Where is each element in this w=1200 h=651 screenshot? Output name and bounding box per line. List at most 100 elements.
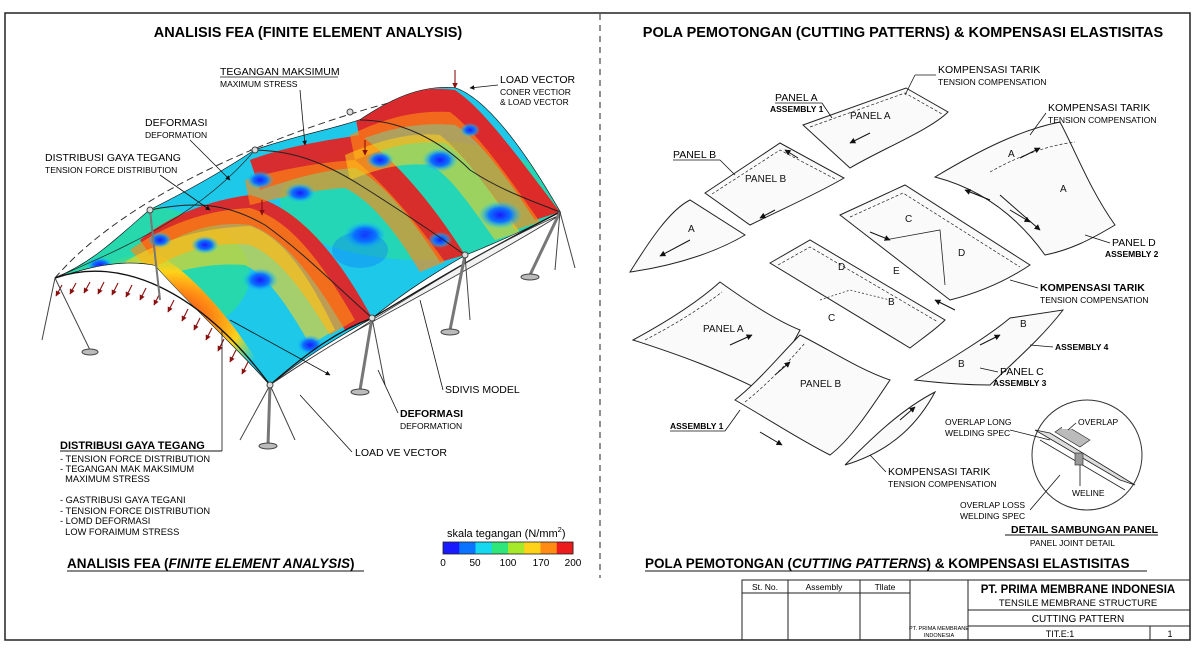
panel-text: A — [1008, 149, 1015, 160]
label-deformasi-bottom: DEFORMASI — [400, 408, 463, 420]
scale-tick: 170 — [533, 558, 550, 569]
label-panel-b-left: PANEL B — [673, 149, 716, 161]
notes-heading: DISTRIBUSI GAYA TEGANG — [60, 440, 205, 452]
panel-text: C — [828, 313, 835, 324]
label-sdivis: SDIVIS MODEL — [445, 384, 520, 396]
panel-text: B — [958, 359, 965, 370]
label-komp-bottom: KOMPENSASI TARIK — [888, 466, 990, 478]
panel-text: D — [958, 248, 965, 259]
label-komp-mid: KOMPENSASI TARIK — [1040, 282, 1145, 294]
logo-line1: PT. PRIMA MEMBRANE — [909, 626, 969, 632]
label-assembly1-top: ASSEMBLY 1 — [770, 104, 824, 114]
scale-swatch — [540, 542, 558, 554]
drawing-scale: TIT.E:1 — [1046, 629, 1075, 639]
label-deformasi-top-sub: DEFORMATION — [145, 130, 207, 140]
label-assembly2: ASSEMBLY 2 — [1105, 249, 1159, 259]
notes-line: MAXIMUM STRESS — [60, 474, 150, 484]
panel-text: PANEL B — [800, 379, 841, 390]
label-panel-c: PANEL C — [1000, 366, 1044, 378]
logo-line2: INDONESIA — [924, 633, 955, 639]
panel-text: E — [893, 266, 900, 277]
scale-frame — [442, 541, 574, 555]
label-detail-sub: PANEL JOINT DETAIL — [1030, 538, 1115, 548]
label-welding-spec: WELDING SPEC — [945, 428, 1010, 438]
label-weline: WELINE — [1072, 488, 1105, 498]
scale-swatch — [459, 542, 476, 554]
company-name: PT. PRIMA MEMBRANE INDONESIA — [981, 584, 1175, 596]
label-load-ve: LOAD VE VECTOR — [355, 447, 447, 459]
title-block-text: St. No. Assembly Tllate PT. PRIMA MEMBRA… — [752, 582, 1175, 639]
notes-line: - TEGANGAN MAK MAKSIMUM — [60, 464, 194, 474]
scale-swatch — [443, 542, 460, 554]
label-distribusi-sub: TENSION FORCE DISTRIBUTION — [45, 165, 177, 175]
label-panel-a-top: PANEL A — [775, 92, 818, 104]
sheet-number: 1 — [1167, 629, 1172, 639]
notes-line: - GASTRIBUSI GAYA TEGANI — [60, 495, 186, 505]
label-komp-bottom-sub: TENSION COMPENSATION — [888, 479, 996, 489]
fea-title: ANALISIS FEA (FINITE ELEMENT ANALYSIS) — [154, 25, 463, 41]
masts — [41, 108, 576, 450]
scale-label: skala tegangan (N/mm2) — [447, 525, 566, 540]
label-assembly4: ASSEMBLY 4 — [1055, 342, 1109, 352]
scale-tick: 0 — [440, 558, 446, 569]
fea-footer-title: ANALISIS FEA (FINITE ELEMENT ANALYSIS) — [67, 556, 355, 571]
scale-tick: 100 — [500, 558, 517, 569]
scale-tick: 200 — [565, 558, 582, 569]
notes-line: LOW FORAIMUM STRESS — [60, 527, 179, 537]
scale-swatch — [524, 542, 541, 554]
panel-text: A — [688, 224, 695, 235]
label-komp-right-sub: TENSION COMPENSATION — [1048, 115, 1156, 125]
panel-text: PANEL A — [703, 324, 744, 335]
cutting-panels: PANEL A PANEL B A A A C D E D B C — [629, 87, 1116, 466]
fea-notes: DISTRIBUSI GAYA TEGANG - TENSION FORCE D… — [60, 330, 223, 537]
label-deformasi-top: DEFORMASI — [145, 117, 207, 129]
sheet-border — [4, 12, 1191, 641]
label-panel-d: PANEL D — [1112, 237, 1156, 249]
label-load-vector: LOAD VECTOR — [500, 74, 575, 86]
label-detail: DETAIL SAMBUNGAN PANEL — [1011, 524, 1159, 536]
load-arrows — [55, 70, 458, 375]
label-assembly1-bottom: ASSEMBLY 1 — [670, 421, 724, 431]
label-max-stress: TEGANGAN MAKSIMUM — [220, 66, 340, 78]
label-komp-top-sub: TENSION COMPENSATION — [938, 77, 1046, 87]
fea-callouts: TEGANGAN MAKSIMUM MAXIMUM STRESS LOAD VE… — [45, 66, 575, 459]
panel-text: D — [838, 262, 845, 273]
pattern-footer-title: POLA PEMOTONGAN (CUTTING PATTERNS) & KOM… — [645, 556, 1130, 571]
label-overlap-loss: OVERLAP LOSS — [960, 500, 1025, 510]
scale-swatch — [491, 542, 509, 554]
label-deformasi-bottom-sub: DEFORMATION — [400, 421, 462, 431]
notes-line: - LOMD DEFORMASI — [60, 516, 150, 526]
drawing-name: CUTTING PATTERN — [1032, 614, 1124, 625]
label-distribusi: DISTRIBUSI GAYA TEGANG — [45, 152, 181, 164]
panel-text: B — [1020, 319, 1027, 330]
panel-text: A — [1060, 184, 1067, 195]
panel-text: PANEL B — [745, 174, 786, 185]
label-komp-right: KOMPENSASI TARIK — [1048, 102, 1150, 114]
notes-line: - TENSION FORCE DISTRIBUTION — [60, 454, 210, 464]
label-load-vector-sub1: CONER VECTIOR — [500, 87, 571, 97]
col-tilate: Tllate — [875, 582, 896, 592]
stress-scale: skala tegangan (N/mm2) 0 50 100 170 200 — [440, 525, 582, 569]
pattern-title: POLA PEMOTONGAN (CUTTING PATTERNS) & KOM… — [643, 25, 1164, 41]
joint-detail: OVERLAP LONG WELDING SPEC OVERLAP WELINE… — [945, 399, 1159, 548]
scale-swatch — [508, 542, 525, 554]
title-block — [741, 579, 1191, 641]
panel-text: PANEL A — [850, 111, 891, 122]
panel-text: C — [905, 214, 912, 225]
col-stno: St. No. — [752, 582, 778, 592]
label-overlap: OVERLAP — [1078, 417, 1118, 427]
scale-tick: 50 — [469, 558, 481, 569]
label-komp-top: KOMPENSASI TARIK — [938, 64, 1040, 76]
scale-swatch — [475, 542, 493, 554]
label-welding-spec-2: WELDING SPEC — [960, 511, 1025, 521]
scale-swatch — [556, 542, 574, 554]
label-overlap-long: OVERLAP LONG — [945, 417, 1011, 427]
notes-line: - TENSION FORCE DISTRIBUTION — [60, 506, 210, 516]
col-assembly: Assembly — [806, 582, 844, 592]
panel-text: B — [888, 297, 895, 308]
pattern-callouts: PANEL A ASSEMBLY 1 KOMPENSASI TARIK TENS… — [670, 64, 1159, 489]
label-assembly3: ASSEMBLY 3 — [993, 378, 1047, 388]
label-max-stress-sub: MAXIMUM STRESS — [220, 79, 298, 89]
label-load-vector-sub2: & LOAD VECTOR — [500, 97, 569, 107]
